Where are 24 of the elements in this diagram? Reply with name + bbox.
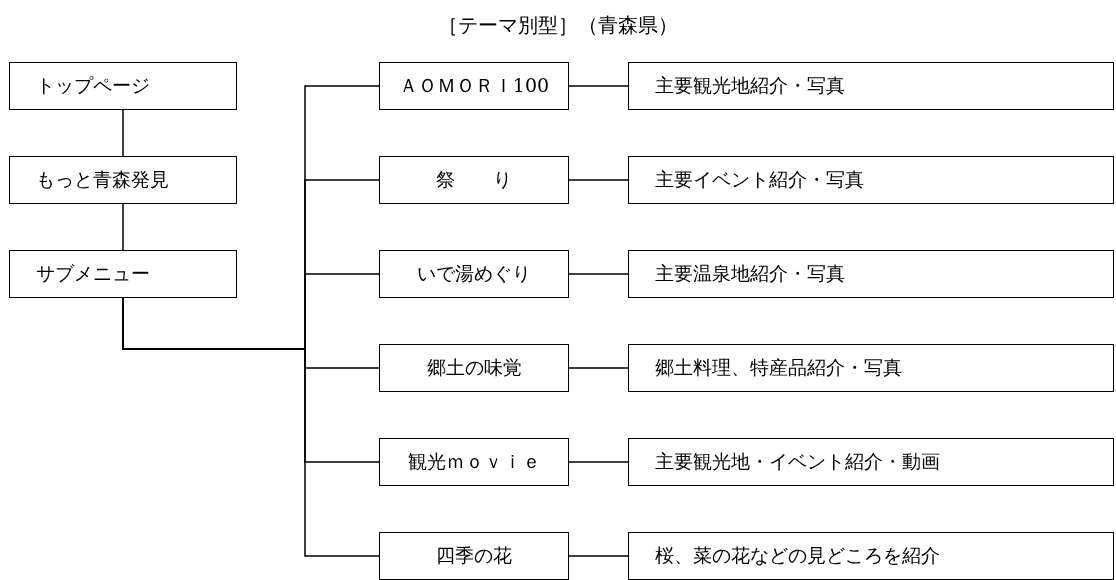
connector-line <box>122 203 124 251</box>
page-box: トップページ <box>9 62 237 110</box>
content-box: 主要観光地・イベント紹介・動画 <box>628 438 1114 486</box>
connector-line <box>122 109 124 157</box>
connector-line <box>568 461 629 463</box>
menu-box: 祭 り <box>379 156 569 204</box>
menu-box: 四季の花 <box>379 532 569 580</box>
connector-line <box>568 555 629 557</box>
content-box: 主要観光地紹介・写真 <box>628 62 1114 110</box>
menu-box: 郷土の味覚 <box>379 344 569 392</box>
connector-line <box>568 179 629 181</box>
content-box: 郷土料理、特産品紹介・写真 <box>628 344 1114 392</box>
connector-line <box>568 85 629 87</box>
menu-box: いで湯めぐり <box>379 250 569 298</box>
page-box: もっと青森発見 <box>9 156 237 204</box>
connector-line <box>568 273 629 275</box>
page-box: サブメニュー <box>9 250 237 298</box>
diagram-title: ［テーマ別型］（青森県） <box>437 12 679 39</box>
menu-box: 観光ｍｏｖｉｅ <box>379 438 569 486</box>
connector-line <box>568 367 629 369</box>
menu-box: ＡＯＭＯＲＩ100 <box>379 62 569 110</box>
content-box: 桜、菜の花などの見どころを紹介 <box>628 532 1114 580</box>
content-box: 主要温泉地紹介・写真 <box>628 250 1114 298</box>
content-box: 主要イベント紹介・写真 <box>628 156 1114 204</box>
